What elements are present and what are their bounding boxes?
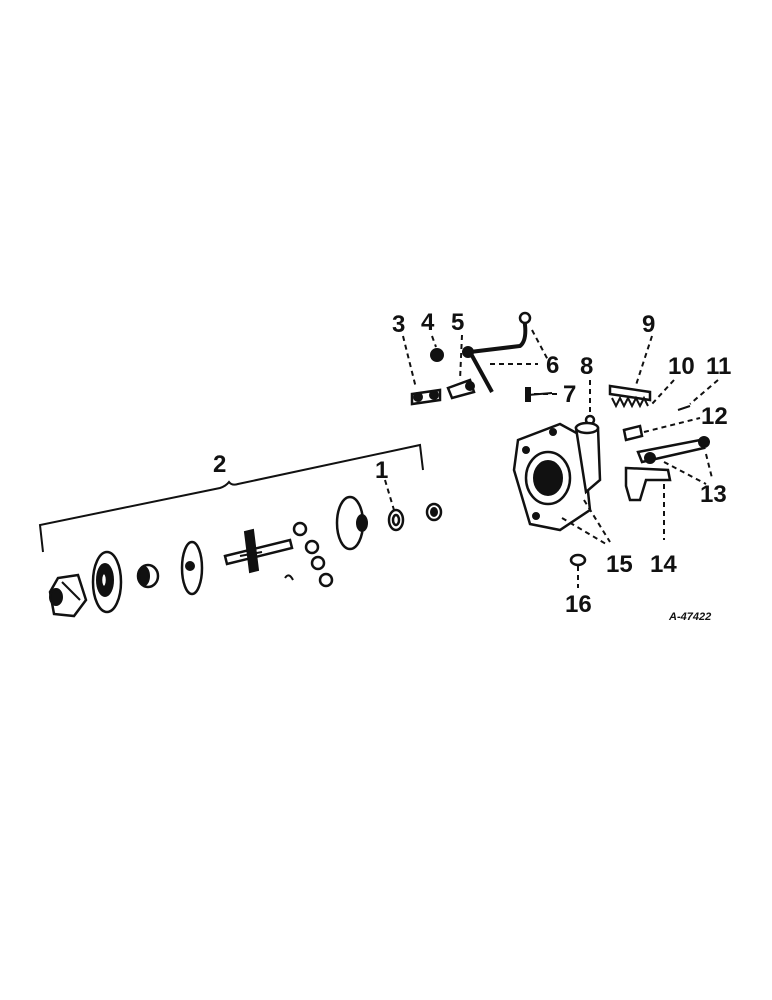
part-14-bracket: [624, 466, 672, 502]
part-13-arm: [636, 436, 710, 464]
part-9-spring-plate: [608, 384, 652, 402]
part-steel-balls: [292, 521, 334, 588]
callout-8: 8: [580, 353, 593, 380]
part-6-lever: [462, 311, 532, 393]
callout-14: 14: [650, 551, 677, 578]
leader-1: [384, 479, 395, 511]
part-4-ball: [430, 348, 444, 362]
leader-5: [459, 334, 463, 381]
leader-13a: [705, 453, 713, 479]
callout-6: 6: [546, 352, 559, 379]
part-7-pin: [525, 387, 553, 402]
reference-number: A-47422: [668, 611, 711, 623]
callout-3: 3: [392, 311, 405, 338]
callout-13: 13: [700, 481, 727, 508]
leader-12: [643, 417, 701, 433]
leader-13b: [663, 461, 707, 485]
part-11-cotter: [677, 405, 691, 411]
leader-11: [689, 379, 719, 405]
callout-15: 15: [606, 551, 633, 578]
part-bearing: [136, 563, 160, 589]
leader-4: [431, 335, 437, 348]
leader-9: [635, 335, 653, 386]
part-weight-disc: [180, 540, 204, 596]
part-drive-pulley: [91, 550, 123, 614]
part-nut: [425, 502, 443, 522]
callout-12: 12: [701, 403, 728, 430]
callout-2: 2: [213, 451, 226, 478]
part-1-washer: [387, 508, 405, 532]
part-governor-shaft: [223, 528, 294, 581]
callout-4: 4: [421, 309, 435, 336]
callout-9: 9: [642, 311, 655, 338]
group-2-bracket: [38, 443, 424, 553]
callout-5: 5: [451, 309, 464, 336]
part-cup-plate: [335, 495, 368, 551]
part-12-pin: [622, 424, 644, 442]
leader-10: [651, 379, 675, 405]
callout-10: 10: [668, 353, 695, 380]
part-end-cap: [48, 573, 88, 618]
part-3-link: [410, 388, 442, 406]
callout-7: 7: [563, 381, 576, 408]
part-16-plug: [569, 553, 587, 567]
part-5-clevis: [446, 378, 476, 400]
leader-3: [402, 335, 417, 389]
callout-11: 11: [706, 353, 731, 380]
callout-1: 1: [375, 457, 388, 484]
part-10-spring: [611, 395, 649, 409]
part-15-housing: [512, 421, 602, 532]
callout-16: 16: [565, 591, 592, 618]
leader-6a: [531, 329, 549, 361]
